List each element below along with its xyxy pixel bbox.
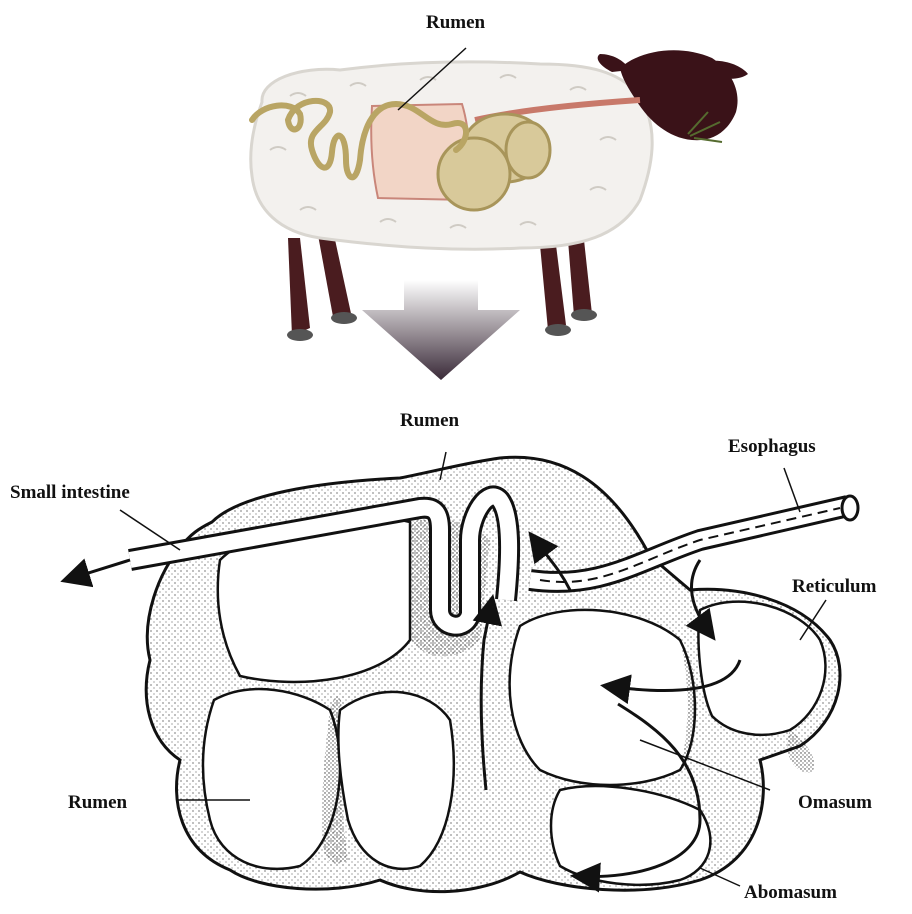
small-intestine-label: Small intestine: [10, 482, 130, 503]
rumen-top-label: Rumen: [426, 12, 486, 33]
rumen-bottom-label: Rumen: [68, 792, 128, 813]
sheep-illustration: [251, 48, 748, 341]
omasum-label: Omasum: [798, 792, 872, 813]
down-arrow: [362, 280, 520, 380]
rumen-mid-label: Rumen: [400, 410, 460, 431]
esophagus-opening: [842, 496, 858, 520]
reticulum-label: Reticulum: [792, 576, 877, 597]
abomasum-label: Abomasum: [744, 882, 837, 903]
esophagus-label: Esophagus: [728, 436, 816, 457]
stomach-diagram: [66, 452, 858, 892]
